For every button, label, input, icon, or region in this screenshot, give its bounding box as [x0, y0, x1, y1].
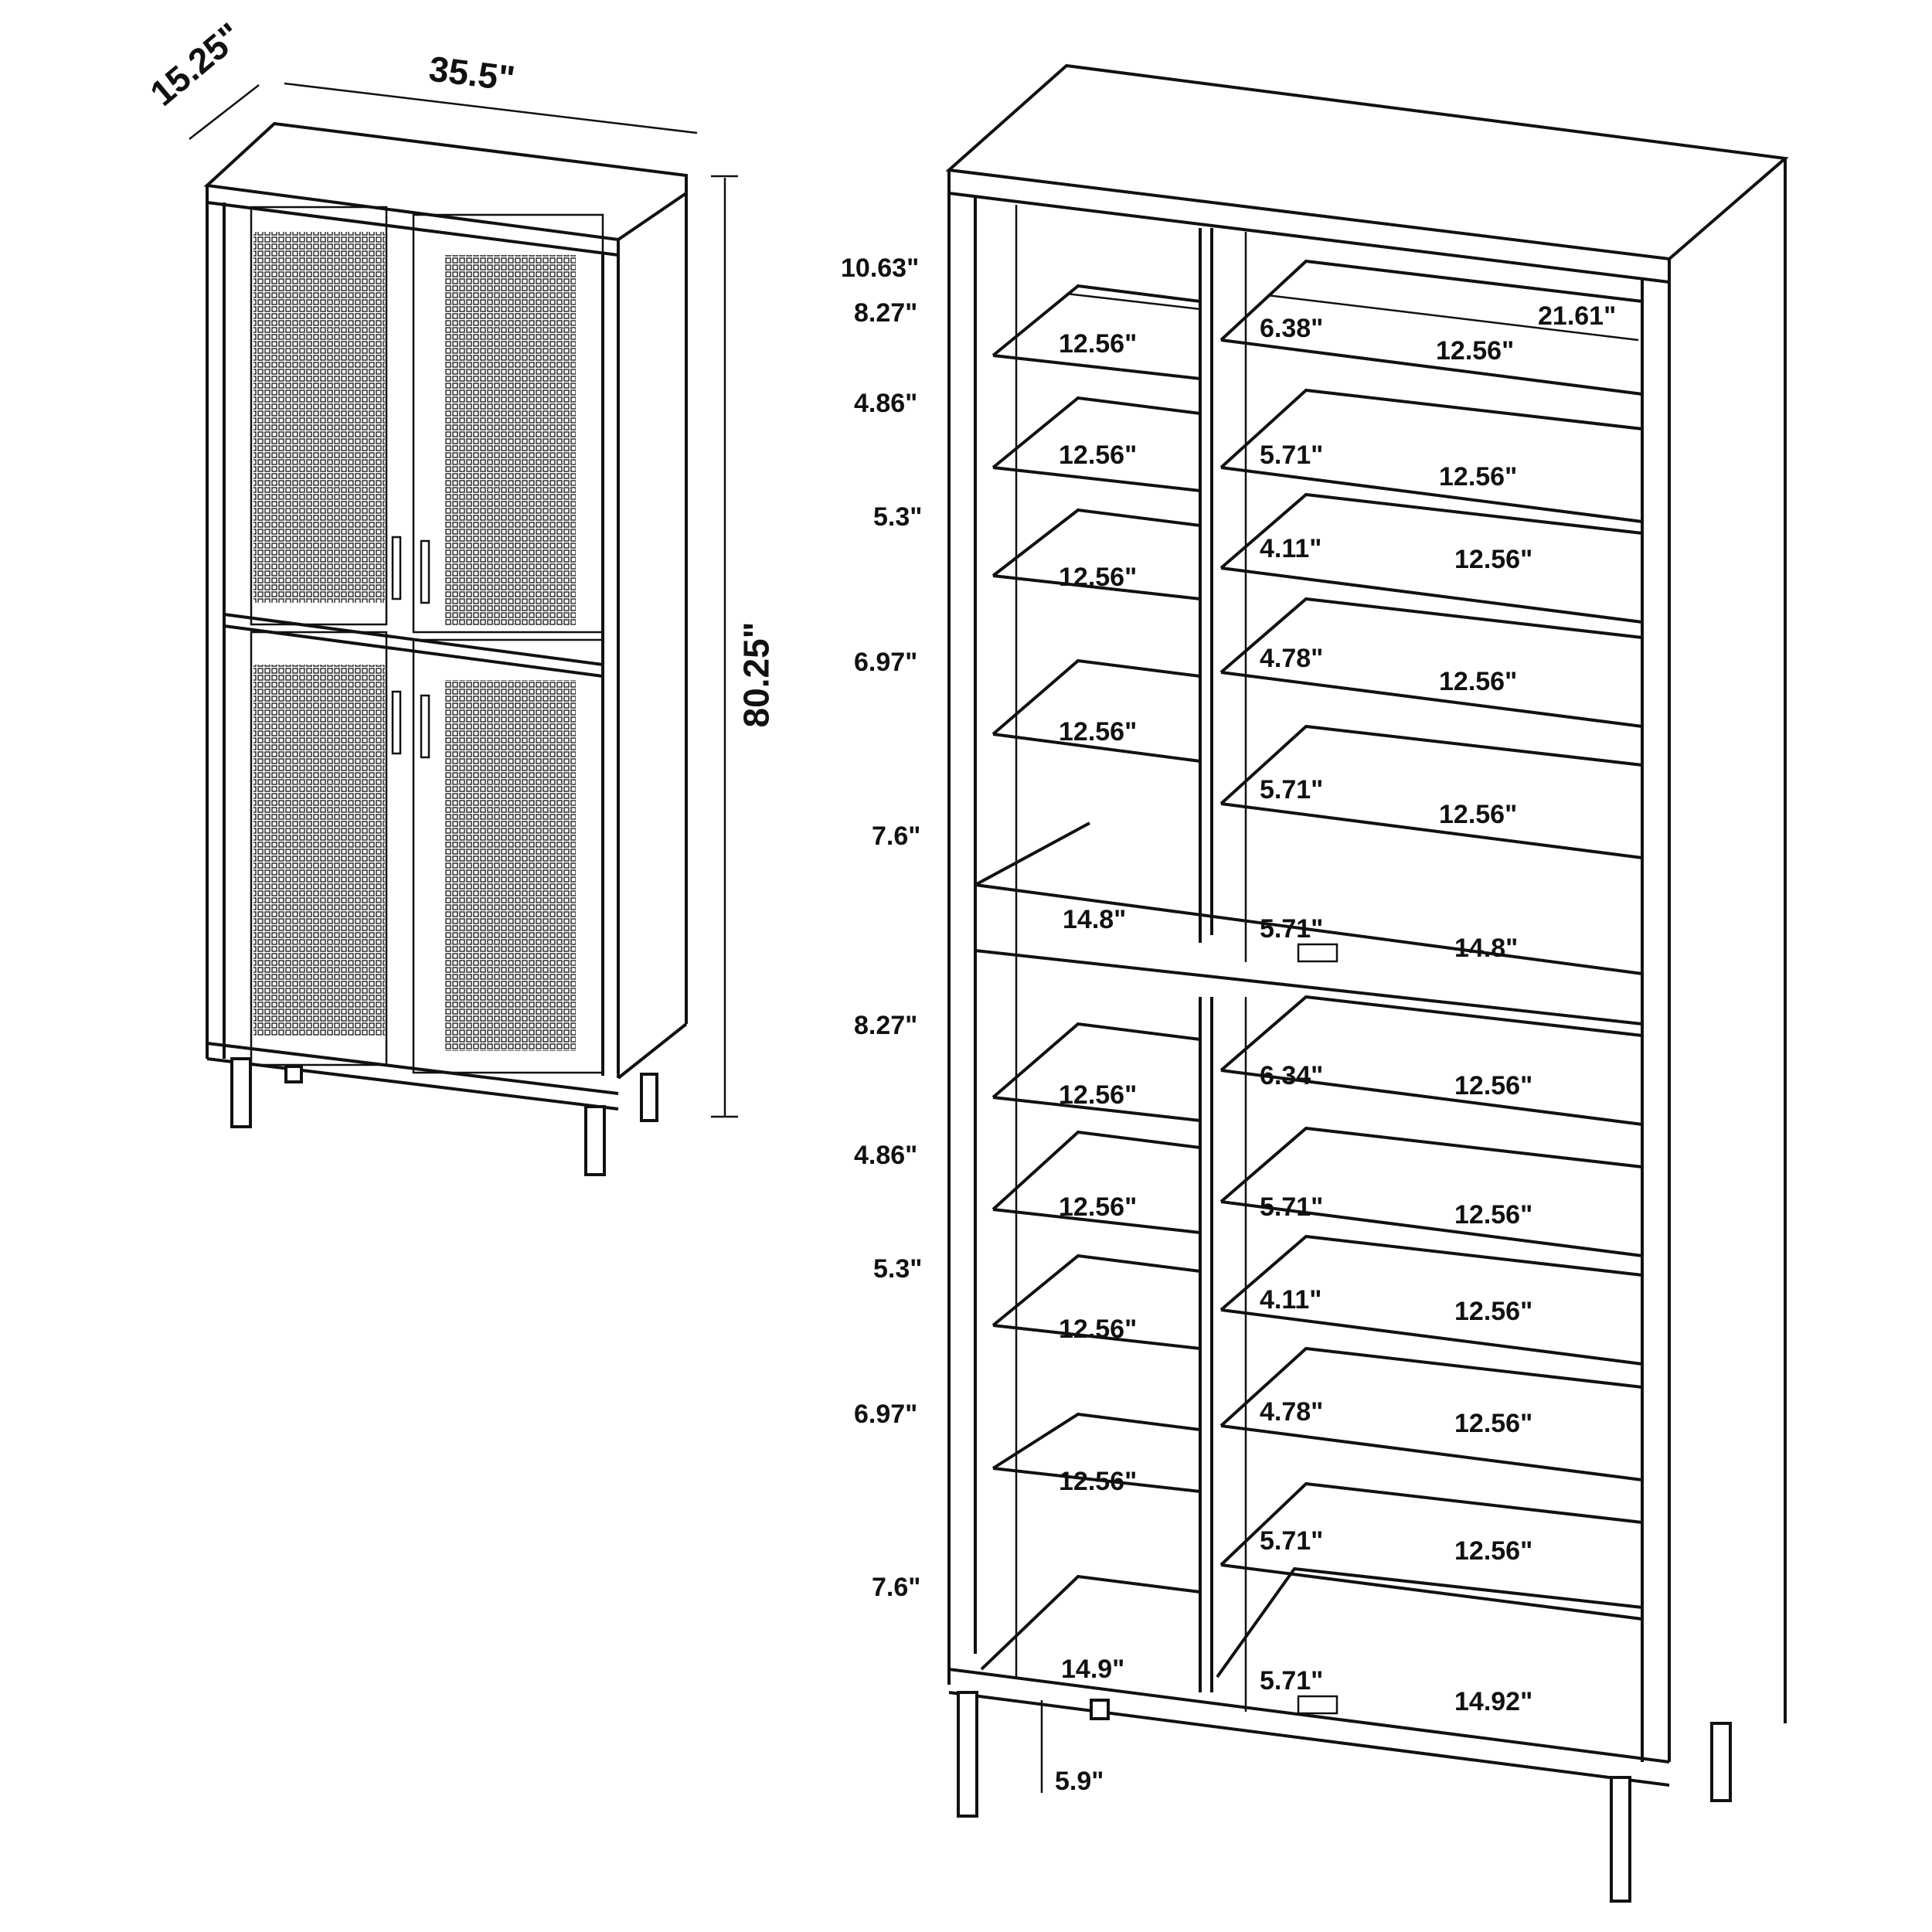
dim-label: 10.63": [841, 253, 920, 283]
shelf-depth-label: 12.56": [1454, 1200, 1533, 1230]
shelf-depth-label: 12.56": [1454, 1409, 1533, 1438]
shelf-depth-label: 12.56": [1059, 1467, 1138, 1496]
shelf-depth-label: 12.56": [1059, 1192, 1138, 1222]
dim-label: 7.6": [872, 1573, 921, 1602]
dim-label: 8.27": [854, 1011, 918, 1040]
shelf-depth-label: 12.56": [1439, 667, 1518, 696]
shelf-depth-label: 12.56": [1436, 336, 1515, 366]
shelf-height-label: 5.71": [1260, 914, 1324, 944]
shelf-depth-label: 12.56": [1454, 545, 1533, 574]
shelf-depth-label: 12.56": [1059, 1315, 1138, 1344]
shelf-depth-label: 14.9": [1061, 1655, 1125, 1684]
dim-label: 4.86": [854, 1141, 918, 1170]
shelf-height-label: 4.78": [1260, 1397, 1324, 1427]
shelf-depth-label: 12.56": [1439, 800, 1518, 829]
shelf-depth-label: 12.56": [1059, 717, 1138, 747]
shelf-height-label: 5.71": [1260, 775, 1324, 804]
shelf-depth-label: 14.92": [1454, 1687, 1533, 1716]
shelf-depth-label: 14.8": [1063, 905, 1127, 934]
dim-label: 8.27": [854, 298, 918, 328]
shelf-depth-label: 12.56": [1059, 329, 1138, 359]
shelf-depth-label: 12.56": [1059, 1080, 1138, 1110]
shelf-height-label: 6.38": [1260, 314, 1324, 343]
shelf-depth-label: 12.56": [1059, 440, 1138, 470]
dim-label: 5.3": [873, 502, 923, 532]
shelf-depth-label: 12.56": [1454, 1297, 1533, 1326]
dim-label: 4.86": [854, 389, 918, 418]
shelf-height-label: 5.71": [1260, 1192, 1324, 1222]
shelf-depth-label: 12.56": [1439, 462, 1518, 492]
shelf-height-label: 4.11": [1260, 534, 1322, 563]
shelf-height-label: 6.34": [1260, 1061, 1324, 1090]
shelf-height-label: 4.11": [1260, 1285, 1322, 1315]
dim-label: 5.3": [873, 1254, 923, 1284]
closed-cabinet: [189, 82, 738, 1176]
shelf-depth-label: 12.56": [1454, 1536, 1533, 1566]
shelf-height-label: 5.71": [1260, 1666, 1324, 1696]
width-label: 35.5": [427, 48, 518, 99]
shelf-height-label: 4.78": [1260, 644, 1324, 673]
height-label: 80.25": [736, 621, 777, 728]
handle-icon: [391, 536, 402, 600]
width-21-label: 21.61": [1538, 301, 1617, 331]
dim-label: 6.97": [854, 1400, 918, 1429]
leg-height-label: 5.9": [1055, 1767, 1104, 1796]
shelf-height-label: 5.71": [1260, 440, 1324, 470]
shelf-depth-label: 12.56": [1059, 563, 1138, 592]
pull-handle-icon: [1297, 943, 1338, 963]
dim-label: 6.97": [854, 648, 918, 677]
open-shelving: [945, 63, 1789, 1903]
shelf-height-label: 5.71": [1260, 1526, 1324, 1556]
shelf-depth-label: 14.8": [1454, 934, 1519, 963]
shelf-depth-label: 12.56": [1454, 1071, 1533, 1100]
dim-label: 7.6": [872, 821, 921, 851]
